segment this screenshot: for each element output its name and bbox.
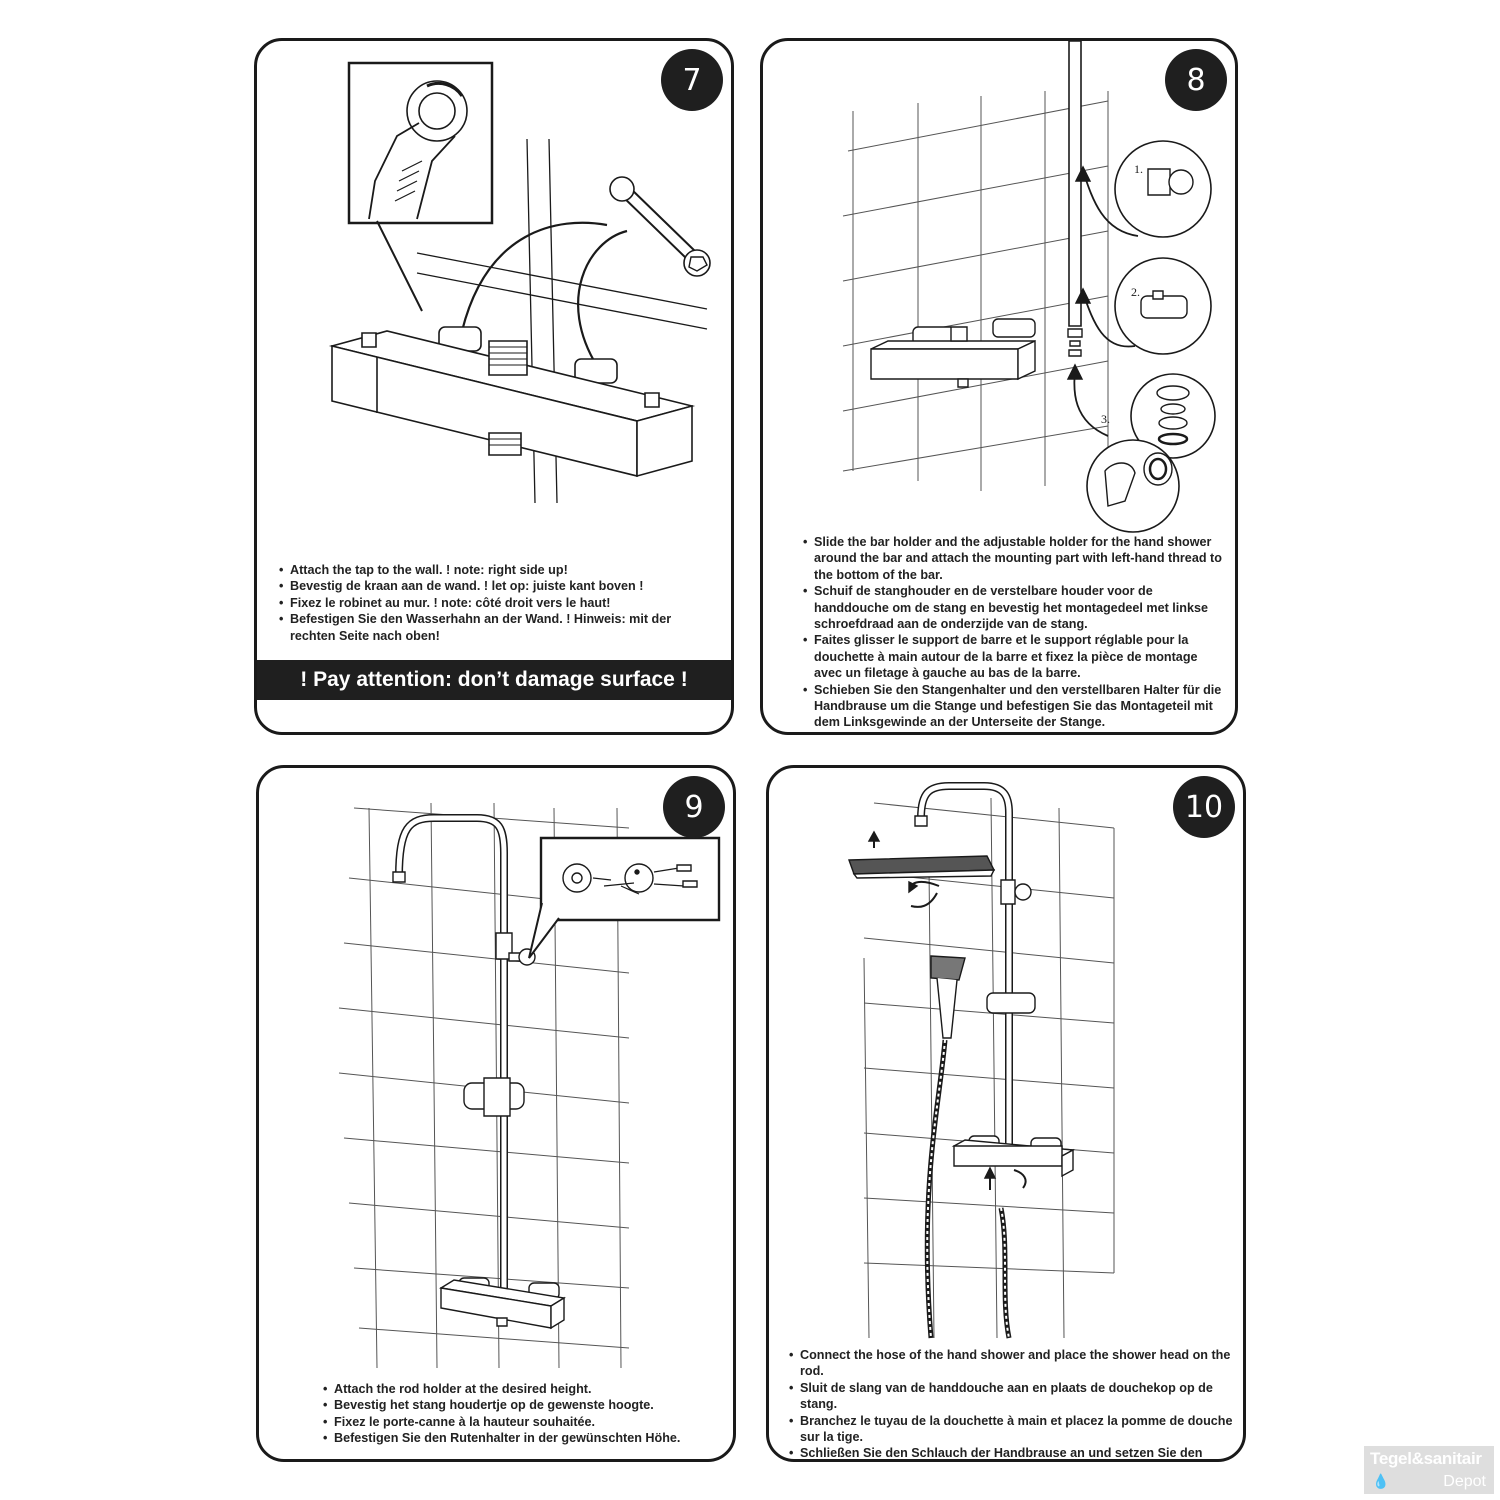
instruction-en: Attach the rod holder at the desired hei…: [323, 1381, 723, 1397]
instruction-fr: Fixez le porte-canne à la hauteur souhai…: [323, 1414, 723, 1430]
instruction-de: Schließen Sie den Schlauch der Handbraus…: [789, 1445, 1239, 1459]
step-10-illustration: [769, 768, 1246, 1343]
step-8-illustration: [763, 41, 1238, 541]
instruction-en: Attach the tap to the wall. ! note: righ…: [279, 562, 719, 578]
step-number-badge: 7: [661, 49, 723, 111]
step-9-panel: 9 Attach the rod holder at the desired h…: [256, 765, 736, 1462]
warning-banner: ! Pay attention: don’t damage surface !: [257, 660, 731, 700]
instruction-de: Befestigen Sie den Rutenhalter in der ge…: [323, 1430, 723, 1446]
water-drop-icon: 💧: [1372, 1473, 1390, 1489]
step-7-illustration: [257, 41, 734, 581]
instruction-nl: Bevestig het stang houdertje op de gewen…: [323, 1397, 723, 1413]
instruction-nl: Bevestig de kraan aan de wand. ! let op:…: [279, 578, 719, 594]
instruction-nl: Schuif de stanghouder en de verstelbare …: [803, 583, 1228, 632]
instructions-list: Slide the bar holder and the adjustable …: [803, 534, 1228, 731]
instruction-en: Slide the bar holder and the adjustable …: [803, 534, 1228, 583]
instruction-fr: Fixez le robinet au mur. ! note: côté dr…: [279, 595, 719, 611]
step-7-panel: 7 Attach the tap to the wall. ! note: ri…: [254, 38, 734, 735]
callout-2-label: 2.: [1131, 285, 1140, 299]
instructions-list: Attach the tap to the wall. ! note: righ…: [279, 562, 719, 644]
watermark-subtext: Depot: [1443, 1473, 1486, 1490]
step-number-badge: 10: [1173, 776, 1235, 838]
watermark-brand-text: Tegel&sanitair: [1370, 1449, 1482, 1468]
callout-3-label: 3.: [1101, 412, 1110, 426]
instruction-fr: Faites glisser le support de barre et le…: [803, 632, 1228, 681]
step-number-badge: 9: [663, 776, 725, 838]
step-8-panel: 1. 2. 3. 8 Slide the bar holder and the …: [760, 38, 1238, 735]
step-10-panel: 10 Connect the hose of the hand shower a…: [766, 765, 1246, 1462]
step-9-illustration: [259, 768, 736, 1378]
callout-1-label: 1.: [1134, 162, 1143, 176]
step-number-badge: 8: [1165, 49, 1227, 111]
instruction-nl: Sluit de slang van de handdouche aan en …: [789, 1380, 1239, 1413]
instructions-list: Connect the hose of the hand shower and …: [789, 1347, 1239, 1459]
instruction-de: Befestigen Sie den Wasserhahn an der Wan…: [279, 611, 719, 644]
instruction-de: Schieben Sie den Stangenhalter und den v…: [803, 682, 1228, 731]
instruction-fr: Branchez le tuyau de la douchette à main…: [789, 1413, 1239, 1446]
instructions-list: Attach the rod holder at the desired hei…: [323, 1381, 723, 1447]
brand-watermark: Tegel&sanitair 💧 Depot: [1364, 1446, 1494, 1494]
instruction-en: Connect the hose of the hand shower and …: [789, 1347, 1239, 1380]
